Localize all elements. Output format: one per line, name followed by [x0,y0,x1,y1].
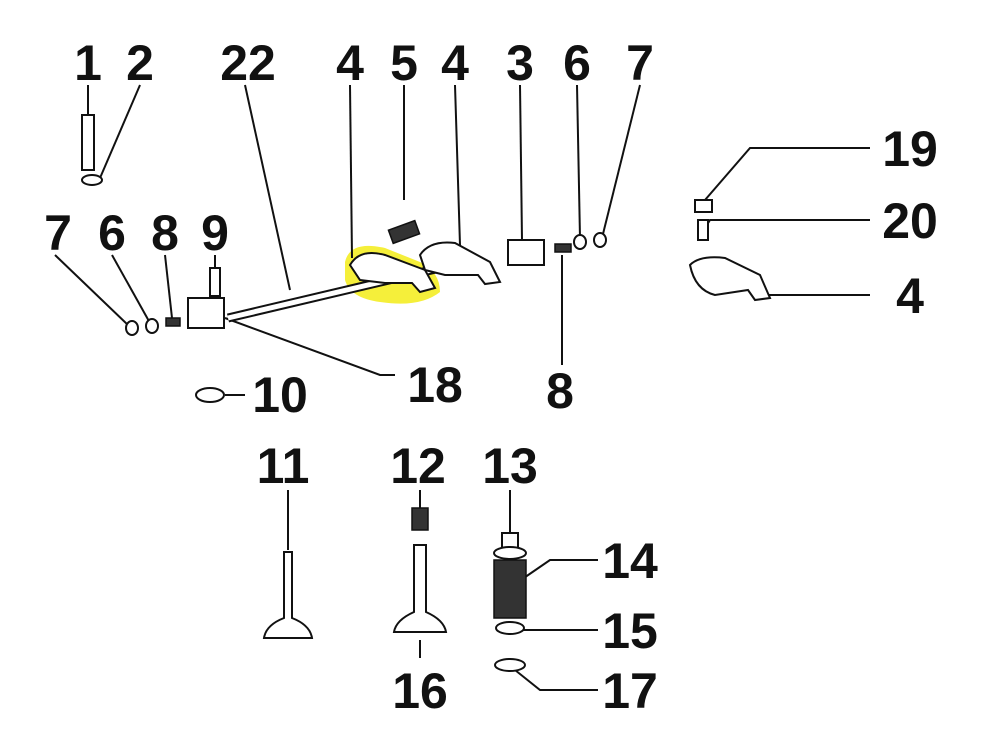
part-washer-2[interactable] [81,174,103,186]
callout-1: 1 [74,35,102,91]
callout-14: 14 [602,533,658,589]
callout-19: 19 [882,121,938,177]
part-washer-6-left[interactable] [145,318,159,334]
part-circlip-7-left[interactable] [125,320,139,336]
callout-labels: 1 2 22 4 5 4 3 6 7 19 20 4 7 6 8 9 10 18… [44,35,938,719]
callout-11: 11 [257,438,310,494]
part-cotter-12[interactable] [411,507,429,531]
part-support-3[interactable] [507,239,545,266]
part-valve-11[interactable] [262,551,314,639]
callout-5: 5 [390,35,418,91]
part-support-18[interactable] [187,297,225,329]
callout-6: 6 [98,205,126,261]
part-rocker-arm-4[interactable] [418,241,502,286]
callout-4: 4 [896,268,924,324]
parts [81,114,772,672]
part-circlip-7[interactable] [593,232,607,248]
callout-15: 15 [602,603,658,659]
part-washer-17[interactable] [494,658,526,672]
part-spring-14[interactable] [493,559,527,619]
part-bolt-9[interactable] [209,267,221,297]
part-spring-5[interactable] [387,219,421,245]
part-valve-16[interactable] [392,544,448,633]
callout-8: 8 [151,205,179,261]
part-seat-15[interactable] [495,621,525,635]
callout-7: 7 [44,205,72,261]
part-washer-6[interactable] [573,234,587,250]
part-spring-8-left[interactable] [165,317,181,327]
part-stud-1[interactable] [81,114,95,171]
callout-6: 6 [563,35,591,91]
leader-lines [54,84,870,691]
part-rocker-arm-4-highlighted[interactable] [348,252,437,294]
part-washer-10[interactable] [195,387,225,403]
callout-4: 4 [441,35,469,91]
callout-20: 20 [882,193,938,249]
callout-10: 10 [252,367,308,423]
callout-7: 7 [626,35,654,91]
part-nut-19[interactable] [694,199,713,213]
part-retainer[interactable] [493,546,527,560]
callout-9: 9 [201,205,229,261]
part-adjuster-20[interactable] [697,219,709,241]
callout-13: 13 [482,438,538,494]
callout-8: 8 [546,363,574,419]
part-rocker-arm-4-alt[interactable] [688,256,772,302]
callout-22: 22 [220,35,276,91]
part-spring-8[interactable] [554,243,572,253]
callout-16: 16 [392,663,448,719]
callout-18: 18 [407,357,463,413]
callout-3: 3 [506,35,534,91]
callout-4: 4 [336,35,364,91]
callout-2: 2 [126,35,154,91]
callout-12: 12 [390,438,446,494]
callout-17: 17 [602,663,658,719]
